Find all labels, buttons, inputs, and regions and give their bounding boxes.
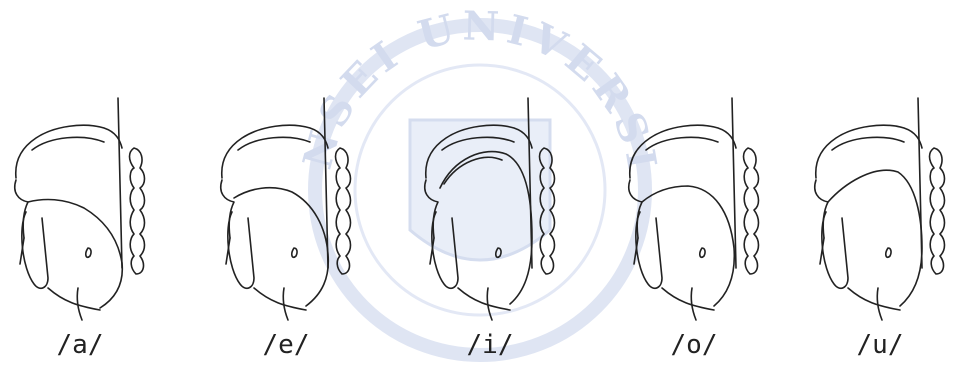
caption-e: /e/ xyxy=(206,330,366,360)
caption-o: /o/ xyxy=(614,330,774,360)
caption-a: /a/ xyxy=(0,330,160,360)
figure-a xyxy=(4,88,164,338)
caption-u: /u/ xyxy=(800,330,960,360)
figure-o xyxy=(618,88,778,338)
figure-u xyxy=(804,88,964,338)
figure-i xyxy=(414,88,574,338)
figure-e xyxy=(210,88,370,338)
caption-i: /i/ xyxy=(410,330,570,360)
